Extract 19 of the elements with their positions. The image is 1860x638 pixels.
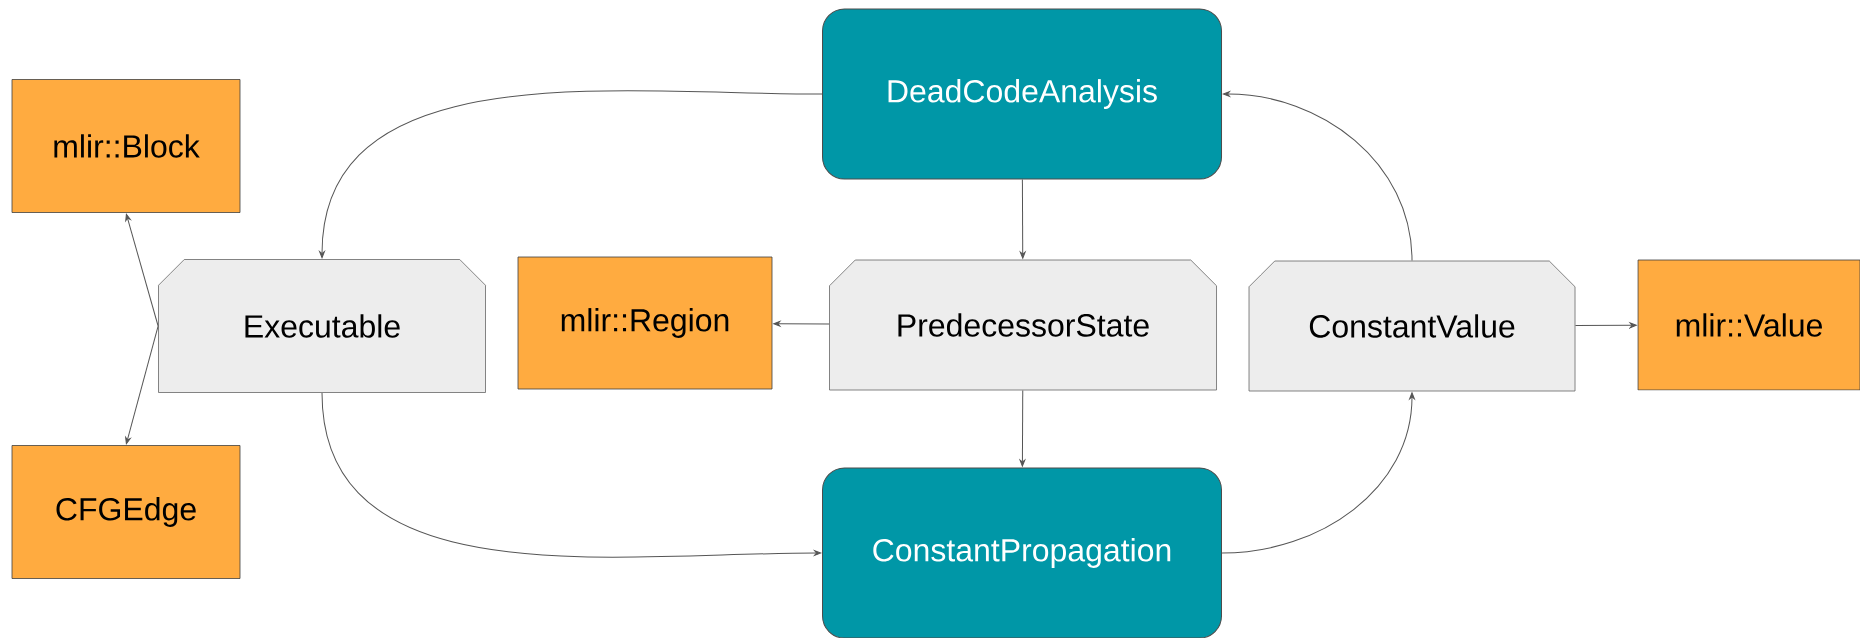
arrow: [1019, 179, 1026, 259]
arrow: [319, 90, 823, 259]
analysis-box: ConstantPropagation: [822, 467, 1222, 638]
state-box: ConstantValue: [1248, 260, 1576, 392]
entity-box: mlir::Value: [1637, 259, 1860, 391]
arrow: [773, 320, 830, 327]
state-box: PredecessorState: [829, 259, 1217, 391]
state-box: Executable: [158, 259, 486, 393]
arrow: [321, 392, 822, 558]
arrow: [1574, 322, 1637, 329]
arrow: [1221, 392, 1415, 554]
arrow: [1019, 389, 1026, 467]
entity-box: mlir::Region: [517, 256, 773, 390]
arrow: [125, 213, 159, 327]
entity-box: mlir::Block: [11, 79, 241, 213]
arrow: [125, 325, 159, 445]
arrow: [1222, 91, 1413, 262]
entity-box: CFGEdge: [11, 445, 241, 579]
analysis-box: DeadCodeAnalysis: [822, 8, 1222, 180]
